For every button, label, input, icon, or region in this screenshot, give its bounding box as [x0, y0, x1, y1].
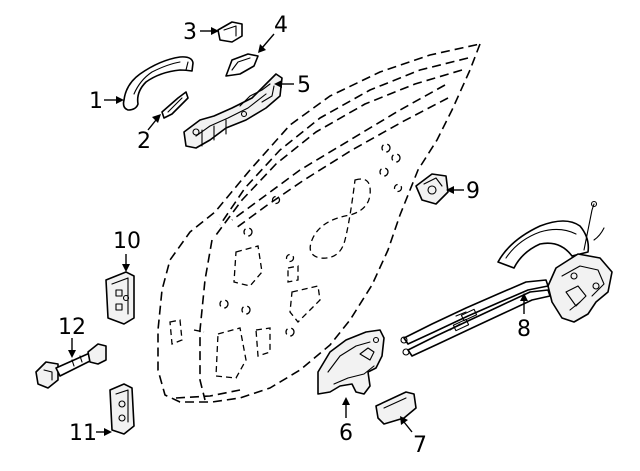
inside-handle-part [317, 329, 385, 395]
callout-10: 10 [113, 229, 141, 254]
callout-3: 3 [183, 20, 197, 45]
callout-12: 12 [58, 315, 86, 340]
striker-part [415, 173, 449, 205]
handle-cap-part [217, 21, 243, 43]
leader-lines [68, 27, 528, 436]
callout-2: 2 [137, 129, 151, 154]
outside-handle-part [122, 56, 194, 111]
lock-actuator-part [400, 200, 613, 357]
callout-7: 7 [413, 433, 427, 458]
bezel-cover-part [375, 391, 417, 425]
callout-4: 4 [274, 13, 288, 38]
callout-5: 5 [297, 73, 311, 98]
door-shell-outline [157, 43, 481, 403]
callout-labels: 1 2 3 4 5 6 7 8 9 10 11 12 [58, 13, 531, 458]
callout-1: 1 [89, 89, 103, 114]
handle-bracket-part [183, 73, 283, 149]
cap-gasket-part [225, 53, 259, 77]
callout-9: 9 [466, 179, 480, 204]
callout-6: 6 [339, 421, 353, 446]
handle-gasket-part [161, 91, 189, 119]
callout-8: 8 [517, 317, 531, 342]
hinge-upper-part [105, 271, 135, 325]
callout-11: 11 [69, 421, 97, 446]
hinge-lower-part [109, 383, 135, 435]
door-check-part [35, 343, 107, 389]
